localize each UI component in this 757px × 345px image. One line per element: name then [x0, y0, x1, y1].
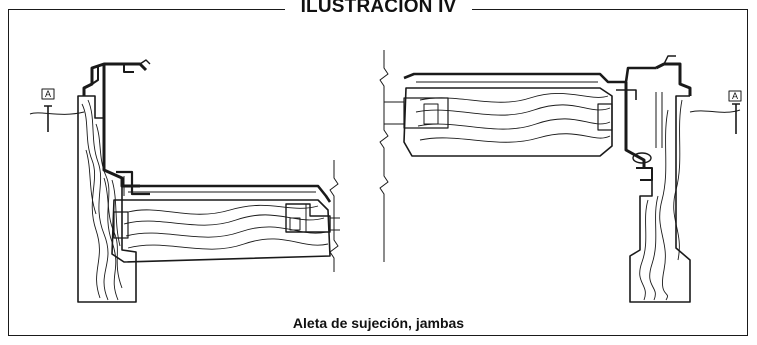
- left-wood-section: [111, 199, 331, 263]
- right-screw: A: [689, 90, 742, 134]
- right-break-line: [379, 50, 389, 166]
- right-wood-grain: [415, 92, 611, 143]
- right-wood-section: [403, 87, 613, 157]
- left-jamb-section: A: [29, 59, 340, 303]
- left-break-line: [329, 160, 339, 272]
- right-frame-top: [403, 66, 656, 84]
- illustration-title-wrap: ILUSTRACIÓN IV: [0, 0, 757, 17]
- left-frame-top: [126, 184, 332, 203]
- right-marker-label: A: [732, 91, 738, 101]
- illustration-caption: Aleta de sujeción, jambas: [292, 315, 465, 331]
- center-divider-line: [379, 166, 389, 262]
- right-jamb-section: A: [379, 50, 742, 303]
- left-marker-label: A: [45, 89, 51, 99]
- left-screw: A: [29, 88, 85, 132]
- left-wood-grain: [123, 204, 329, 250]
- right-wall-block: [629, 95, 691, 303]
- right-wall-grain: [639, 99, 683, 301]
- illustration-title: ILUSTRACIÓN IV: [284, 0, 473, 17]
